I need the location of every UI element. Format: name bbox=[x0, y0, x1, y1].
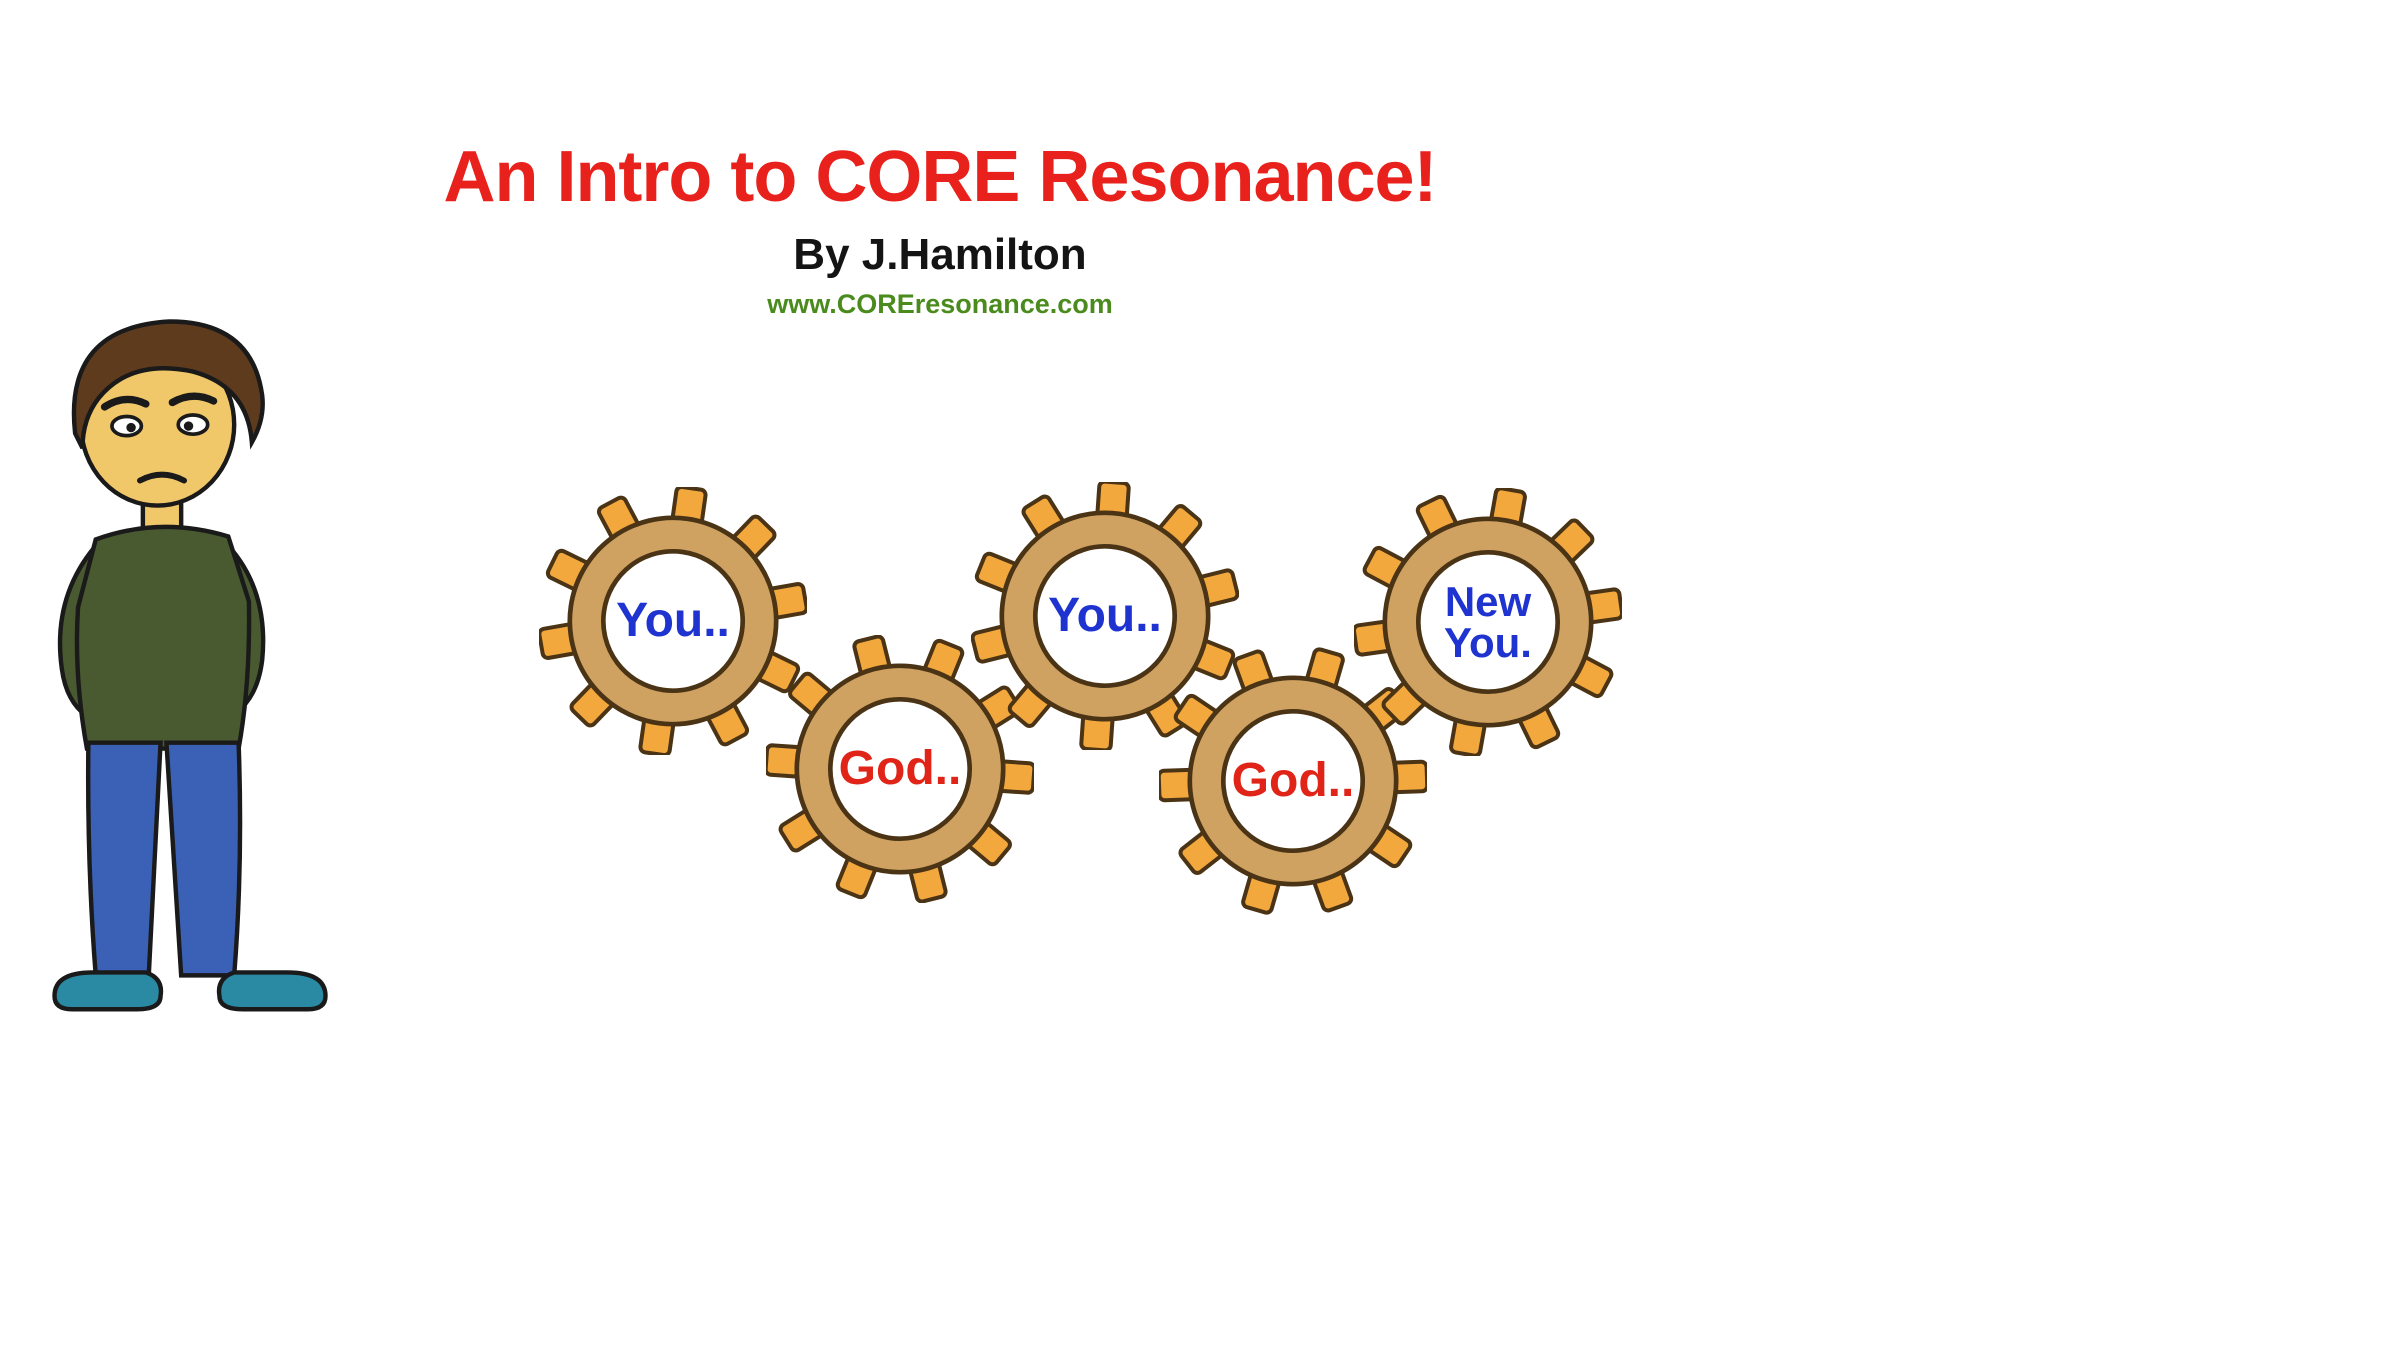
gear-new-you: New You. bbox=[1354, 488, 1622, 756]
slide-title: An Intro to CORE Resonance! bbox=[443, 137, 1437, 217]
sad-man-illustration bbox=[28, 300, 352, 1044]
slide-header: An Intro to CORE Resonance! By J.Hamilto… bbox=[440, 137, 1440, 319]
slide-website-url: www.COREresonance.com bbox=[767, 288, 1113, 319]
slide-byline: By J.Hamilton bbox=[793, 229, 1087, 279]
